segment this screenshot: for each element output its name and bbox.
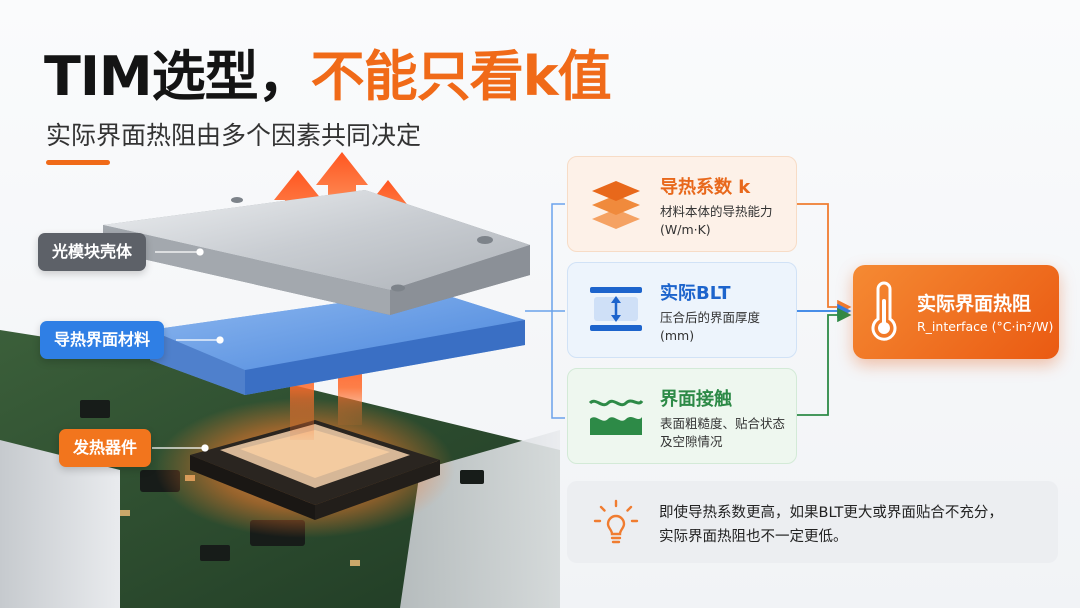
title-part-2: 不能只看k值 [310, 45, 612, 108]
factor-card-k: 导热系数 k 材料本体的导热能力 (W/m·K) [567, 156, 797, 252]
factor-desc: 压合后的界面厚度 (mm) [660, 309, 792, 345]
factor-desc-line: (W/m·K) [660, 222, 711, 237]
page-subtitle: 实际界面热阻由多个因素共同决定 [46, 121, 422, 150]
layers-icon [592, 181, 640, 229]
factor-title: 导热系数 k [660, 177, 751, 198]
note-line: 即使导热系数更高，如果BLT更大或界面贴合不充分， [659, 505, 1003, 521]
thermometer-icon [871, 281, 897, 341]
factor-desc-line: 材料本体的导热能力 [660, 204, 773, 219]
result-title: 实际界面热阻 [917, 293, 1032, 315]
exploded-module-illustration [0, 152, 560, 608]
title-part-1: TIM选型， [44, 45, 312, 108]
thickness-icon [590, 287, 642, 331]
result-formula: R_interface (°C·in²/W) [917, 319, 1054, 334]
factor-desc-line: 及空隙情况 [660, 434, 723, 449]
factor-desc: 材料本体的导热能力 (W/m·K) [660, 203, 792, 239]
surface-contact-icon [588, 399, 644, 435]
note-line: 实际界面热阻也不一定更低。 [659, 529, 848, 545]
label-tim: 导热界面材料 [40, 321, 165, 359]
title-underline [46, 160, 110, 165]
factor-title: 界面接触 [660, 389, 732, 410]
factor-title: 实际BLT [660, 283, 731, 304]
note-text: 即使导热系数更高，如果BLT更大或界面贴合不充分， 实际界面热阻也不一定更低。 [659, 501, 1049, 549]
factor-desc-line: 表面粗糙度、贴合状态 [660, 416, 786, 431]
factor-desc-line: 压合后的界面厚度 [660, 310, 761, 325]
factor-desc: 表面粗糙度、贴合状态 及空隙情况 [660, 415, 792, 451]
factor-card-contact: 界面接触 表面粗糙度、贴合状态 及空隙情况 [567, 368, 797, 464]
label-housing: 光模块壳体 [38, 233, 147, 271]
factor-desc-line: (mm) [660, 328, 695, 343]
lightbulb-icon [593, 499, 639, 544]
factor-card-blt: 实际BLT 压合后的界面厚度 (mm) [567, 262, 797, 358]
result-card: 实际界面热阻 R_interface (°C·in²/W) [853, 265, 1059, 359]
note-box: 即使导热系数更高，如果BLT更大或界面贴合不充分， 实际界面热阻也不一定更低。 [567, 481, 1058, 563]
page-title: TIM选型，不能只看k值 [44, 32, 612, 111]
label-heat-source: 发热器件 [59, 429, 152, 467]
